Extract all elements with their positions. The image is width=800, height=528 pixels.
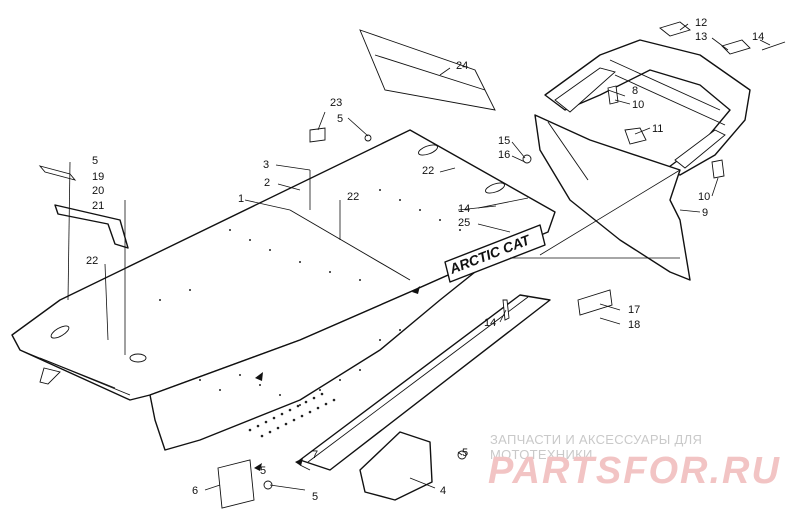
callout-23: 23 <box>330 97 342 109</box>
callout-22c: 22 <box>422 165 434 177</box>
callout-5b: 5 <box>337 113 343 125</box>
rivet-holes <box>159 189 461 406</box>
callout-3: 3 <box>263 159 269 171</box>
callout-9: 9 <box>702 207 708 219</box>
callout-22a: 22 <box>86 255 98 267</box>
callout-25: 25 <box>458 217 470 229</box>
watermark-logo: PARTSFOR.RU <box>488 450 781 492</box>
leader-lines <box>67 23 771 491</box>
clips-and-brackets <box>38 21 786 509</box>
tunnel-panel <box>11 129 556 451</box>
callout-8: 8 <box>632 85 638 97</box>
callout-16: 16 <box>498 149 510 161</box>
callout-10a: 10 <box>632 99 644 111</box>
callout-17: 17 <box>628 304 640 316</box>
watermark-tagline: ЗАПЧАСТИ И АКСЕССУАРЫ ДЛЯ МОТОТЕХНИКИ <box>490 432 703 462</box>
callout-5c: 5 <box>462 447 468 459</box>
callout-22b: 22 <box>347 191 359 203</box>
decal-sheet <box>359 29 496 111</box>
callout-13: 13 <box>695 31 707 43</box>
callout-5a: 5 <box>92 155 98 167</box>
perforated-grid <box>248 392 336 438</box>
callout-5e: 5 <box>312 491 318 503</box>
callout-1: 1 <box>238 193 244 205</box>
callout-14a: 14 <box>752 31 764 43</box>
callout-18: 18 <box>628 319 640 331</box>
callout-12: 12 <box>695 17 707 29</box>
callout-15: 15 <box>498 135 510 147</box>
rear-bumper <box>544 39 751 176</box>
callout-6: 6 <box>192 485 198 497</box>
direction-arrows <box>254 286 420 471</box>
callout-20: 20 <box>92 185 104 197</box>
callout-19: 19 <box>92 171 104 183</box>
callout-24: 24 <box>456 60 468 72</box>
callouts: 1 2 3 4 5 5 5 5 5 6 7 8 9 10 10 11 12 13… <box>86 17 764 503</box>
callout-10b: 10 <box>698 191 710 203</box>
callout-21: 21 <box>92 200 104 212</box>
callout-2: 2 <box>264 177 270 189</box>
callout-7: 7 <box>312 449 318 461</box>
callout-14b: 14 <box>458 203 470 215</box>
callout-14c: 14 <box>484 317 496 329</box>
callout-11: 11 <box>652 123 663 135</box>
rear-flap <box>534 114 691 281</box>
callout-5d: 5 <box>260 465 266 477</box>
callout-4: 4 <box>440 485 446 497</box>
